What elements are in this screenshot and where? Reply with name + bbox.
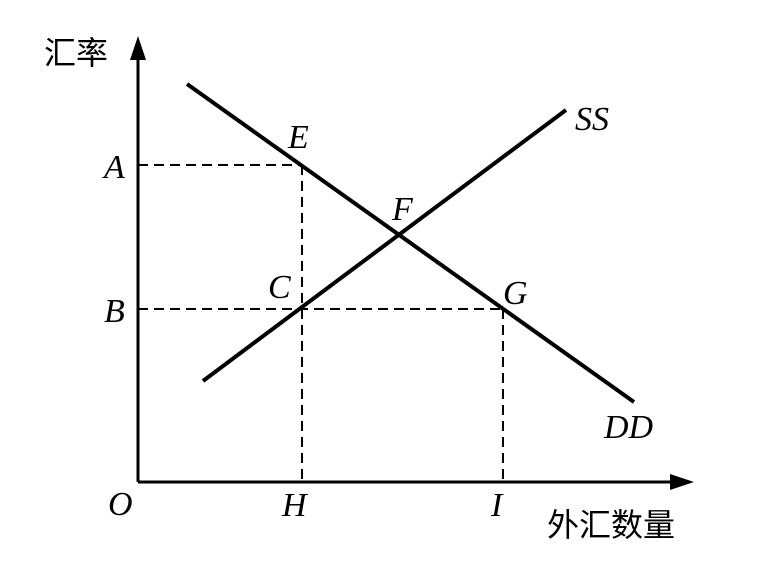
demand-curve-DD xyxy=(185,82,636,404)
point-label-C: C xyxy=(268,269,291,306)
point-label-F: F xyxy=(391,191,414,228)
y-axis-label: 汇率 xyxy=(44,34,108,72)
point-label-E: E xyxy=(287,119,309,156)
tick-label-H: H xyxy=(281,487,309,524)
curve-label-SS: SS xyxy=(575,101,609,138)
x-axis-label: 外汇数量 xyxy=(547,506,675,544)
tick-label-B: B xyxy=(104,293,125,330)
curve-label-DD: DD xyxy=(603,409,654,446)
tick-label-A: A xyxy=(102,149,125,186)
tick-label-I: I xyxy=(490,487,504,524)
origin-label: O xyxy=(108,486,133,523)
y-axis-arrow-icon xyxy=(130,36,146,60)
point-label-G: G xyxy=(503,275,528,312)
supply-curve-SS xyxy=(201,108,568,383)
x-axis-arrow-icon xyxy=(670,474,694,490)
